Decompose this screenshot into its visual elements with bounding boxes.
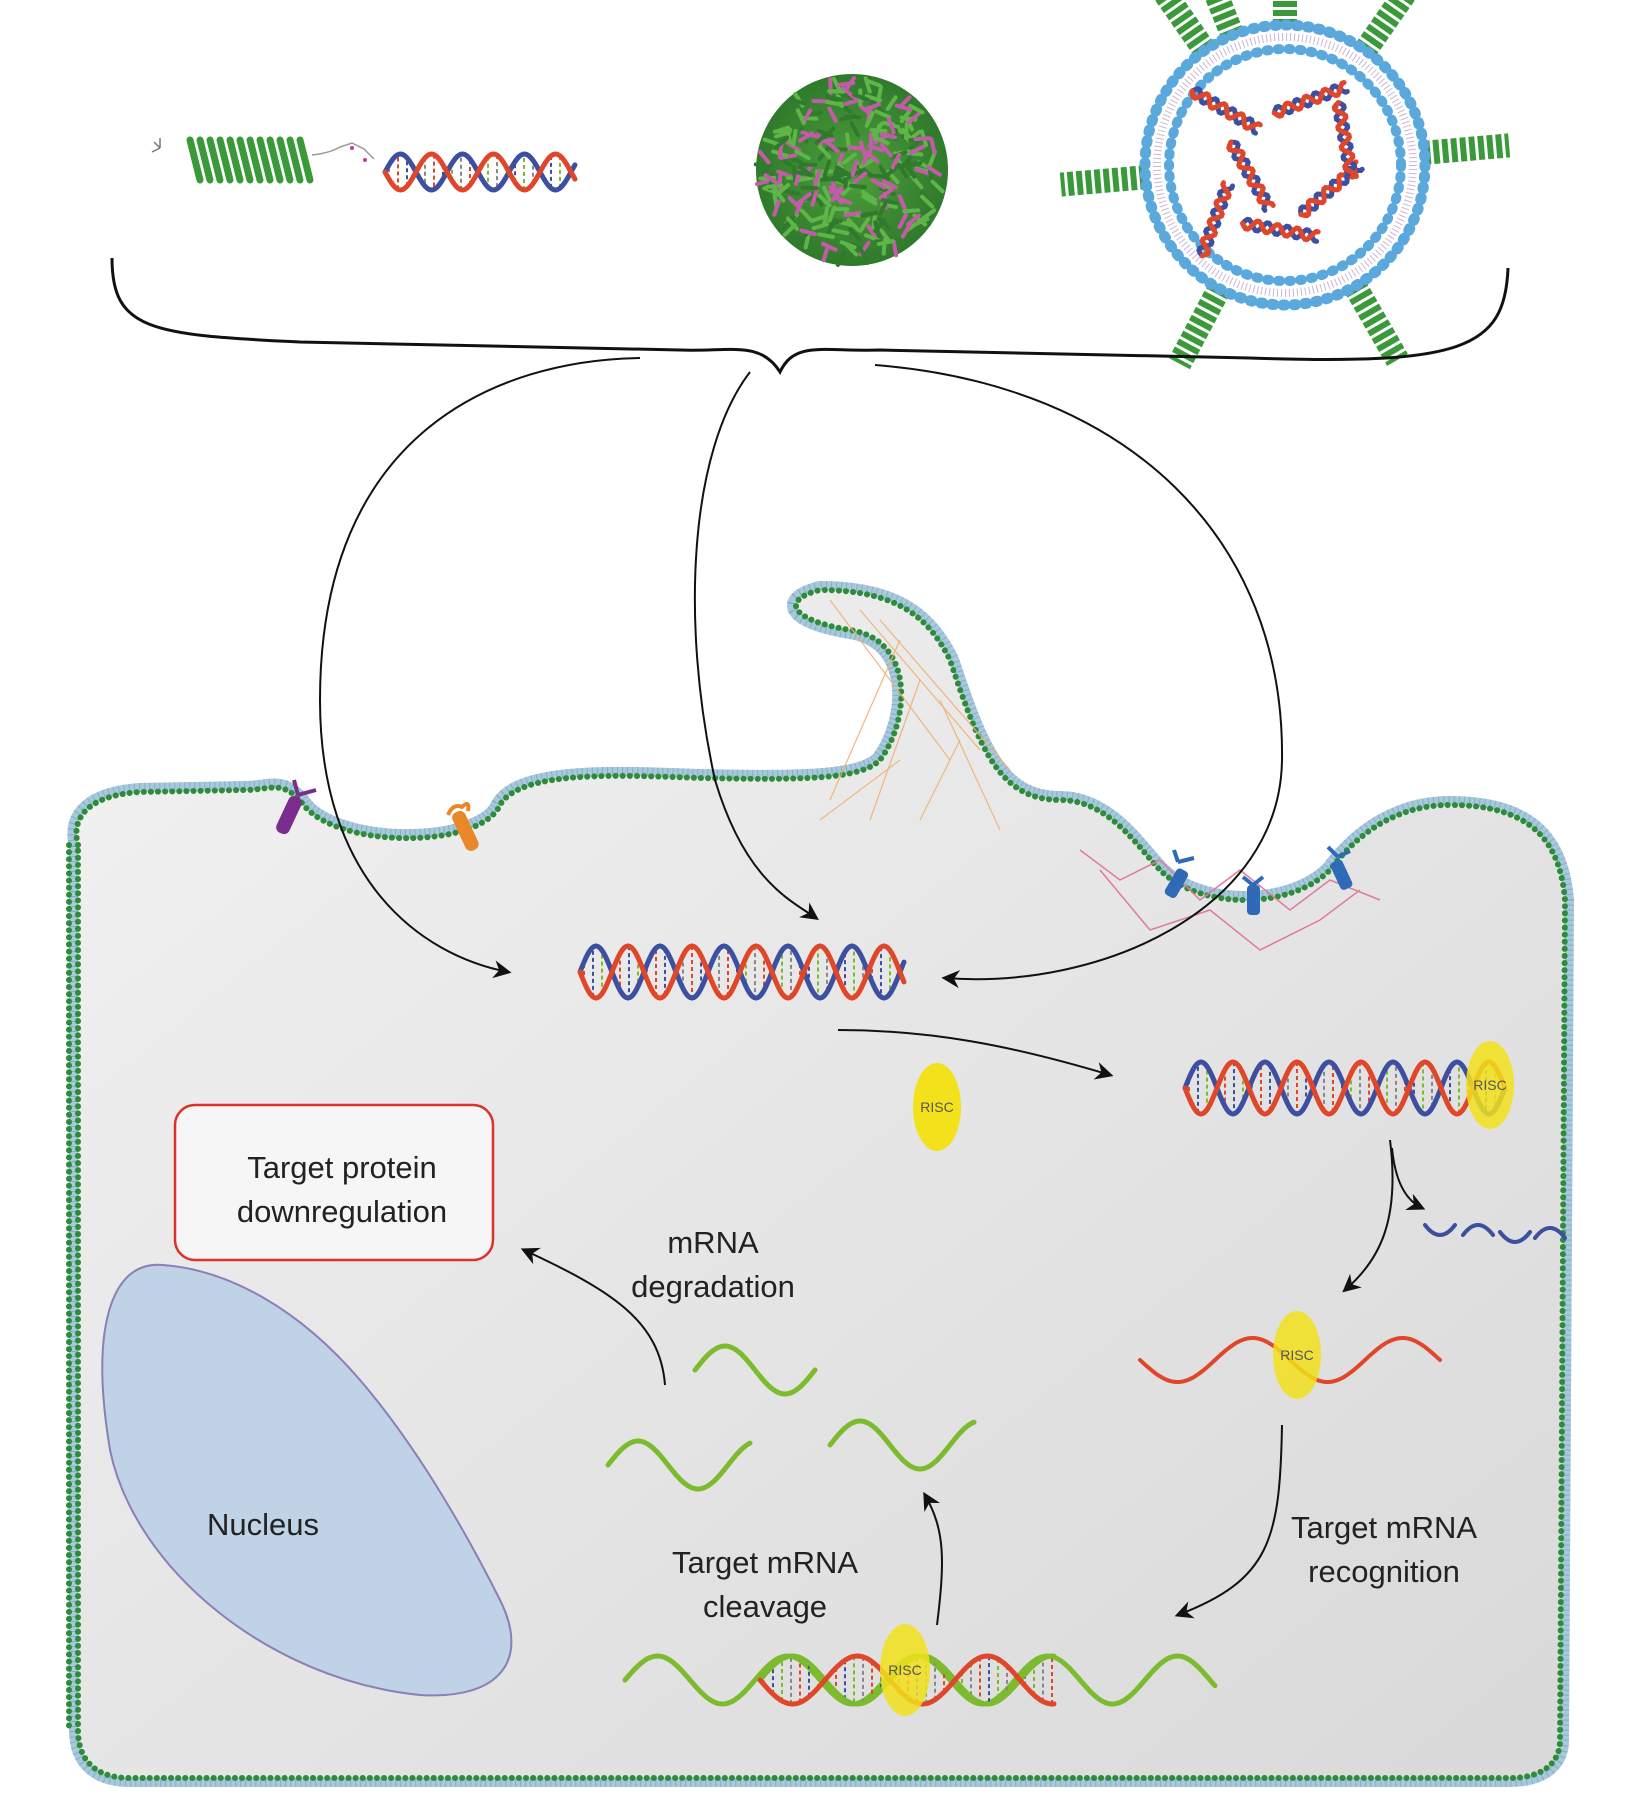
guide-strand-risc: RISC xyxy=(1138,1311,1442,1399)
sirna-risc-complex: RISC xyxy=(1182,1041,1514,1129)
liposome xyxy=(1059,0,1511,370)
purple-receptor-icon xyxy=(276,779,317,835)
target-protein-box: Target protein downregulation xyxy=(173,1103,495,1262)
peptide-sirna-conjugate xyxy=(151,136,578,193)
target-mrna-recognition-line2: recognition xyxy=(1308,1554,1460,1589)
actin-fibres xyxy=(819,599,1011,831)
sirna-duplex-icon xyxy=(382,151,578,193)
cleaved-mrna-fragments xyxy=(605,1343,977,1492)
target-mrna-cleavage-line1: Target mRNA xyxy=(672,1545,858,1580)
entry-arrows xyxy=(318,357,1426,1626)
svg-text:RISC: RISC xyxy=(1473,1077,1506,1093)
mrna-degradation-line2: degradation xyxy=(631,1269,795,1304)
peptide-nanoparticle xyxy=(753,74,948,267)
sirna-duplex xyxy=(577,943,907,1001)
grouping-brace xyxy=(110,257,1510,376)
orange-receptor-icon xyxy=(446,801,479,851)
cell xyxy=(66,590,1565,1778)
risc-icon: RISC xyxy=(913,1063,961,1151)
target-mrna-recognition-line1: Target mRNA xyxy=(1291,1510,1477,1545)
peptide-helix-icon xyxy=(186,136,314,184)
risc-label: RISC xyxy=(920,1099,953,1115)
target-protein-line1: Target protein xyxy=(247,1150,437,1185)
passenger-strand-fragments xyxy=(1423,1223,1567,1244)
svg-text:RISC: RISC xyxy=(888,1662,921,1678)
target-mrna-cleavage-line2: cleavage xyxy=(703,1589,827,1624)
nucleus-label: Nucleus xyxy=(207,1507,319,1542)
target-protein-line2: downregulation xyxy=(237,1194,447,1229)
mrna-guide-risc-complex: RISC xyxy=(622,1624,1218,1716)
clathrin-receptors xyxy=(1079,845,1381,951)
risc-label: RISC xyxy=(1280,1347,1313,1363)
mrna-degradation-line1: mRNA xyxy=(667,1225,759,1260)
nucleus: Nucleus xyxy=(101,1263,513,1697)
